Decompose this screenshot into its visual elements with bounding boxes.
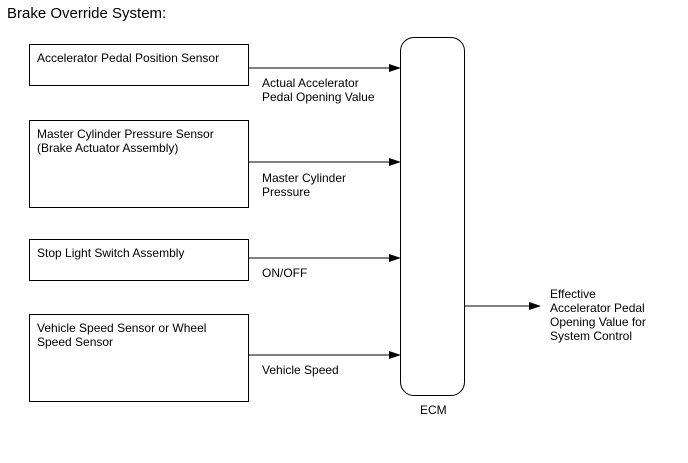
signal-label-vehicle-speed: Vehicle Speed: [262, 363, 339, 377]
ecm-box: [400, 37, 465, 396]
arrowhead-accelerator: [389, 64, 401, 72]
diagram-title: Brake Override System:: [7, 5, 167, 22]
sensor-label: Stop Light Switch Assembly: [37, 246, 185, 260]
sensor-box-accelerator-pedal: Accelerator Pedal Position Sensor: [29, 44, 249, 86]
sensor-label: Master Cylinder Pressure Sensor (Brake A…: [37, 127, 214, 155]
signal-label-accelerator: Actual Accelerator Pedal Opening Value: [262, 76, 375, 104]
sensor-box-master-cylinder: Master Cylinder Pressure Sensor (Brake A…: [29, 120, 249, 208]
arrowhead-stop-light: [389, 254, 401, 262]
signal-label-stop-light: ON/OFF: [262, 266, 308, 280]
sensor-box-vehicle-speed: Vehicle Speed Sensor or Wheel Speed Sens…: [29, 314, 249, 402]
arrowhead-vehicle-speed: [389, 351, 401, 359]
signal-label-master-cylinder: Master Cylinder Pressure: [262, 171, 347, 199]
arrowhead-output: [529, 302, 541, 310]
sensor-label: Vehicle Speed Sensor or Wheel Speed Sens…: [37, 321, 207, 349]
sensor-label: Accelerator Pedal Position Sensor: [37, 51, 220, 65]
arrowhead-master-cylinder: [389, 158, 401, 166]
output-label: Effective Accelerator Pedal Opening Valu…: [550, 287, 646, 343]
ecm-label: ECM: [420, 403, 447, 417]
sensor-box-stop-light-switch: Stop Light Switch Assembly: [29, 239, 249, 281]
